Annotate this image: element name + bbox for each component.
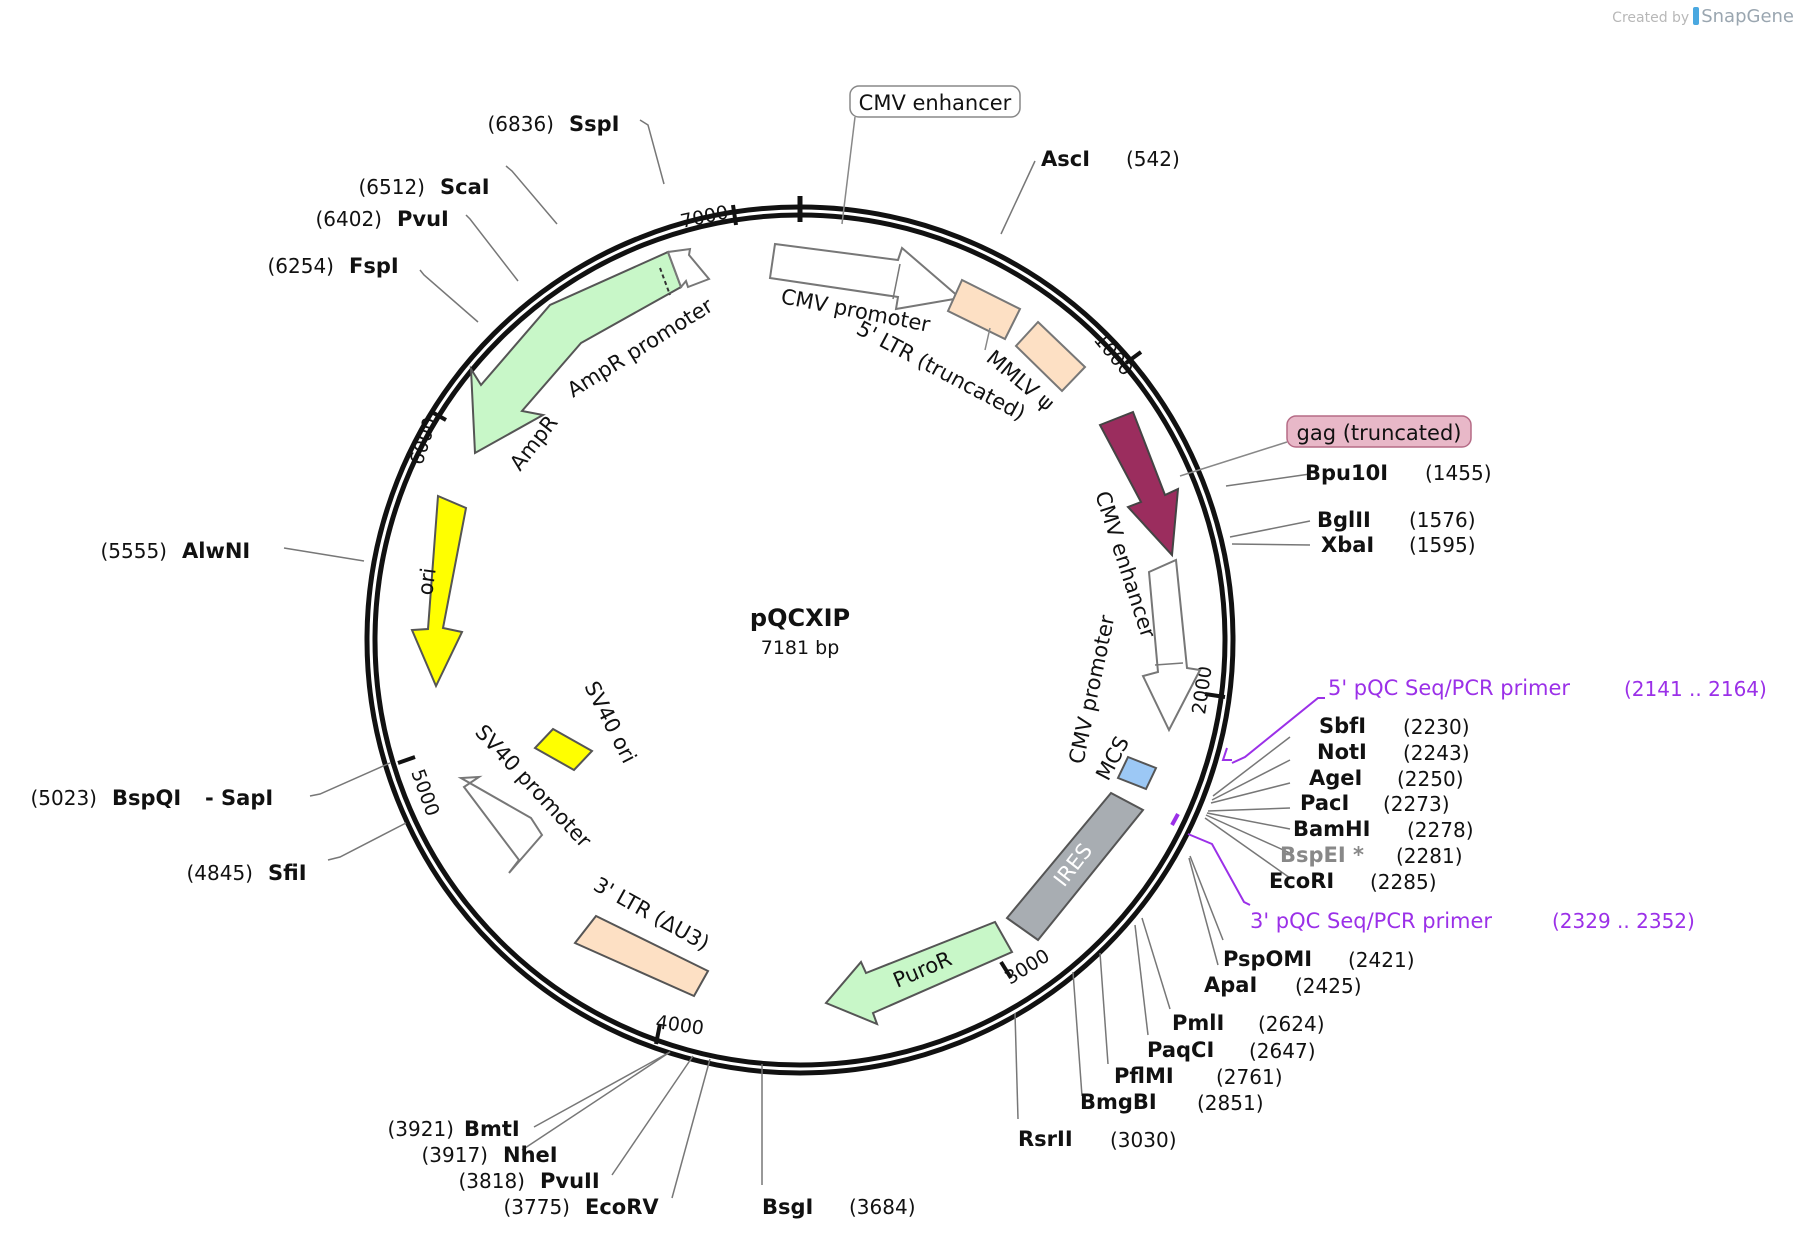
site-pos-fspi: (6254)	[267, 254, 334, 278]
primer-5-name: 5' pQC Seq/PCR primer	[1328, 676, 1570, 700]
site-bpu10i: Bpu10I	[1305, 461, 1388, 485]
site-pos-bpu10i: (1455)	[1425, 461, 1492, 485]
cmv-promoter-top-arrow	[768, 242, 963, 311]
mcs-box	[1116, 755, 1158, 791]
primer-5-range: (2141 .. 2164)	[1624, 677, 1767, 701]
ampr-arrow	[469, 250, 683, 455]
site-asci: AscI	[1041, 147, 1090, 171]
site-pos-pvuii: (3818)	[458, 1169, 525, 1193]
site-pflmi: PflMI	[1114, 1064, 1174, 1088]
snapgene-credit: Created by SnapGene	[1612, 6, 1794, 27]
site-bsgi: BsgI	[762, 1195, 813, 1219]
site-nhei: NheI	[503, 1143, 558, 1167]
site-paqci: PaqCI	[1147, 1038, 1214, 1062]
site-sbfi: SbfI	[1319, 714, 1366, 738]
site-pos-alwni: (5555)	[100, 539, 167, 563]
site-paci: PacI	[1300, 791, 1349, 815]
site-fspi: FspI	[349, 254, 399, 278]
site-pos-bspei: (2281)	[1396, 844, 1463, 868]
site-sspi: SspI	[569, 112, 619, 136]
ampr-promoter-arrow	[666, 247, 711, 289]
gag-label: gag (truncated)	[1297, 421, 1462, 445]
site-pos-bmgbi: (2851)	[1197, 1091, 1264, 1115]
plasmid-size: 7181 bp	[761, 637, 840, 659]
site-ecori: EcoRI	[1269, 869, 1334, 893]
cmv-enhancer-top-label: CMV enhancer	[859, 91, 1012, 115]
site-sapi: - SapI	[205, 786, 273, 810]
credit-brand: SnapGene	[1701, 6, 1794, 27]
site-pos-ecorv: (3775)	[503, 1195, 570, 1219]
site-bamhi: BamHI	[1293, 817, 1370, 841]
gag-arrow	[1098, 410, 1180, 558]
site-pos-scai: (6512)	[358, 175, 425, 199]
ori-arrow	[410, 494, 468, 689]
site-pos-pspomi: (2421)	[1348, 948, 1415, 972]
site-leader-lines	[283, 119, 1311, 1199]
mmlv-psi-box	[1014, 320, 1087, 393]
site-bspei: BspEI *	[1280, 843, 1364, 867]
site-pos-nhei: (3917)	[421, 1143, 488, 1167]
site-sfii: SfiI	[268, 861, 307, 885]
site-pos-bamhi: (2278)	[1407, 818, 1474, 842]
position-ticks	[397, 204, 1226, 1045]
snapgene-logo-icon	[1693, 7, 1700, 25]
site-pos-paci: (2273)	[1383, 792, 1450, 816]
sv40-ori-box	[533, 727, 594, 772]
site-pvuii: PvuII	[540, 1169, 600, 1193]
cmv-enhancer-top-box	[849, 85, 1021, 118]
puror-arrow	[824, 920, 1014, 1026]
site-alwni: AlwNI	[182, 539, 250, 563]
site-pos-bglii: (1576)	[1409, 508, 1476, 532]
site-noti: NotI	[1317, 740, 1367, 764]
site-pos-xbai: (1595)	[1409, 533, 1476, 557]
site-bspqi: BspQI	[112, 786, 181, 810]
site-scai: ScaI	[440, 175, 490, 199]
site-bmgbi: BmgBI	[1080, 1090, 1157, 1114]
site-pos-apai: (2425)	[1295, 974, 1362, 998]
primer-3-range: (2329 .. 2352)	[1552, 909, 1695, 933]
ires-box	[1005, 791, 1145, 942]
site-pos-pvui: (6402)	[315, 207, 382, 231]
restriction-sites: (6836) SspI (6512) ScaI (6402) PvuI (625…	[30, 112, 1491, 1219]
tick-label-4000: 4000	[654, 1011, 705, 1040]
cmv-right-arrow	[1141, 558, 1202, 733]
site-pos-noti: (2243)	[1403, 741, 1470, 765]
site-bmti: BmtI	[464, 1117, 520, 1141]
site-pos-asci: (542)	[1126, 147, 1180, 171]
ori-label: ori	[413, 566, 441, 596]
tick-label-6000: 6000	[406, 415, 442, 468]
plasmid-name: pQCXIP	[750, 604, 850, 632]
site-pos-agei: (2250)	[1397, 767, 1464, 791]
sv40-promoter-arrow	[457, 775, 544, 874]
site-pspomi: PspOMI	[1223, 947, 1312, 971]
site-rsrii: RsrII	[1018, 1127, 1073, 1151]
tick-label-7000: 7000	[678, 201, 730, 233]
site-ecorv: EcoRV	[585, 1195, 659, 1219]
site-agei: AgeI	[1309, 766, 1362, 790]
site-xbai: XbaI	[1321, 533, 1374, 557]
site-pos-sspi: (6836)	[487, 112, 554, 136]
site-pos-ecori: (2285)	[1370, 870, 1437, 894]
site-apai: ApaI	[1204, 973, 1257, 997]
site-pos-sbfi: (2230)	[1403, 715, 1470, 739]
credit-prefix: Created by	[1612, 10, 1690, 26]
site-pos-rsrii: (3030)	[1110, 1128, 1177, 1152]
site-pos-paqci: (2647)	[1249, 1039, 1316, 1063]
site-pos-bsgi: (3684)	[849, 1195, 916, 1219]
site-pos-bmti: (3921)	[387, 1117, 454, 1141]
site-pos-bspqi: (5023)	[30, 786, 97, 810]
ltr3-box	[573, 914, 710, 998]
site-pos-pflmi: (2761)	[1216, 1065, 1283, 1089]
ltr5-box	[946, 278, 1022, 341]
site-pmli: PmlI	[1172, 1011, 1224, 1035]
site-bglii: BglII	[1317, 508, 1371, 532]
site-pos-pmli: (2624)	[1258, 1012, 1325, 1036]
site-pos-sfii: (4845)	[186, 861, 253, 885]
gag-label-box	[1286, 415, 1472, 448]
site-pvui: PvuI	[397, 207, 449, 231]
primer-3-name: 3' pQC Seq/PCR primer	[1250, 909, 1492, 933]
primers: 5' pQC Seq/PCR primer (2141 .. 2164) 3' …	[1170, 676, 1767, 933]
